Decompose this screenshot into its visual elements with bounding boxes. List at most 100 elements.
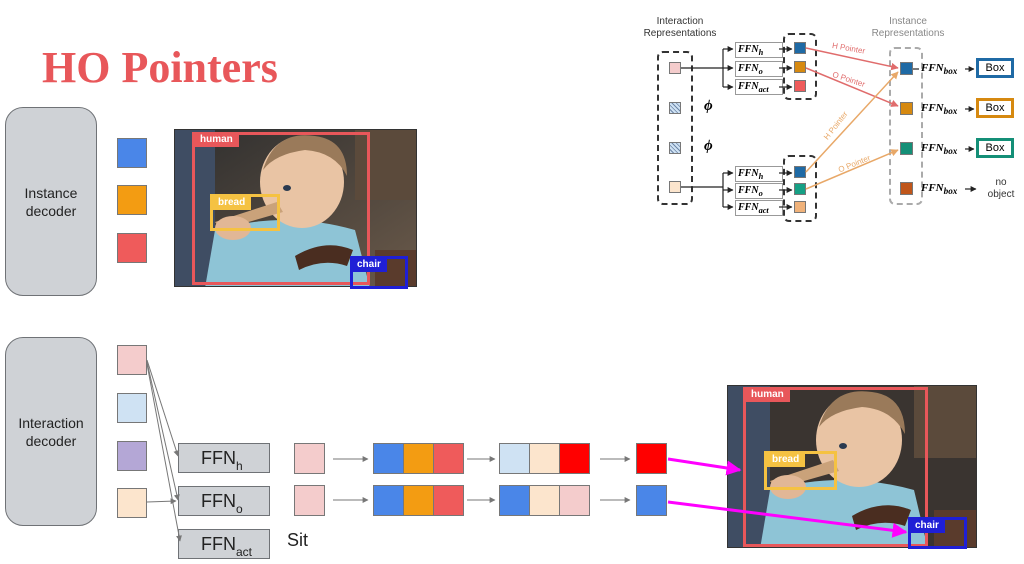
sit-label: Sit: [287, 530, 309, 550]
ffn-o-box: FFNo: [178, 486, 270, 516]
instance-square-green: [900, 142, 913, 155]
similarity-row1-red: [433, 443, 464, 474]
score-row1-light-blue: [499, 443, 530, 474]
top-interaction-hatched-1: [669, 102, 681, 114]
score-row1-red: [559, 443, 590, 474]
ffn-box-2-sub: box: [943, 106, 958, 117]
no-object-label: no object: [987, 177, 1015, 200]
phi-symbol-1: ϕ: [704, 98, 713, 114]
top-ffn-o-2-sub: o: [758, 189, 763, 198]
interaction-query-pink: [117, 345, 147, 375]
top-ffn-act-2-sub: act: [758, 206, 769, 215]
ffn-box-3-main: FFN: [921, 142, 944, 154]
top-ffn-act-1: FFNact: [735, 79, 783, 95]
ffn-box-4-sub: box: [943, 186, 958, 197]
slide-title: HO Pointers: [42, 43, 278, 92]
instance-representations-label: Instance Representations: [871, 16, 945, 39]
top-ffn-h-2-sub: h: [758, 172, 764, 181]
similarity-row1-blue: [373, 443, 404, 474]
ffn-box-4: FFNbox: [921, 182, 957, 196]
chair-tag-2: chair: [909, 519, 945, 533]
instance-representations-group: [889, 47, 923, 205]
ffn-o-sub: o: [236, 502, 243, 516]
instance-square-orange: [900, 102, 913, 115]
top-ffn-h-1-main: FFN: [738, 44, 759, 55]
ffn-box-1-sub: box: [943, 66, 958, 77]
similarity-row2-red: [433, 485, 464, 516]
interaction-representations-group: [657, 51, 693, 205]
similarity-row2-orange: [403, 485, 434, 516]
h-pointer-square-2: [794, 166, 806, 178]
human-bbox: [192, 132, 370, 285]
human-tag-2: human: [745, 388, 790, 402]
top-ffn-act-1-main: FFN: [738, 81, 759, 92]
top-ffn-h-2: FFNh: [735, 166, 783, 182]
score-row2-peach: [529, 485, 560, 516]
bread-tag-2: bread: [766, 453, 806, 467]
ffn-box-2: FFNbox: [921, 102, 957, 116]
ffn-h-main: FFN: [201, 448, 236, 468]
top-ffn-h-1-sub: h: [758, 48, 764, 57]
o-pointer-square-2: [794, 183, 806, 195]
act-square-1: [794, 80, 806, 92]
human-bbox-2: [743, 387, 928, 547]
pointer-group-1: [783, 33, 817, 100]
box-output-green: Box: [976, 138, 1014, 158]
box-output-orange: Box: [976, 98, 1014, 118]
interaction-query-light-blue: [117, 393, 147, 423]
ffn-act-box: FFNact: [178, 529, 270, 559]
interaction-query-peach: [117, 488, 147, 518]
score-row2-pink: [559, 485, 590, 516]
act-square-2: [794, 201, 806, 213]
o-embedding: [294, 485, 325, 516]
o-pointer-square-1: [794, 61, 806, 73]
bread-bbox-2: [764, 451, 837, 490]
ffn-box-4-main: FFN: [921, 182, 944, 194]
human-tag: human: [194, 133, 239, 147]
interaction-query-purple: [117, 441, 147, 471]
instance-query-blue: [117, 138, 147, 168]
ffn-box-2-main: FFN: [921, 102, 944, 114]
interaction-decoder: Interaction decoder: [5, 337, 97, 526]
instance-decoder: Instance decoder: [5, 107, 97, 296]
selected-object-pointer: [636, 485, 667, 516]
box-output-blue: Box: [976, 58, 1014, 78]
ffn-o-main: FFN: [201, 491, 236, 511]
selected-human-pointer: [636, 443, 667, 474]
ffn-box-1: FFNbox: [921, 62, 957, 76]
top-ffn-act-1-sub: act: [758, 85, 769, 94]
top-interaction-pink: [669, 62, 681, 74]
instance-square-blue: [900, 62, 913, 75]
instance-query-orange: [117, 185, 147, 215]
chair-tag: chair: [351, 258, 387, 272]
phi-symbol-2: ϕ: [704, 138, 713, 154]
top-ffn-o-2: FFNo: [735, 183, 783, 199]
ffn-h-sub: h: [236, 459, 243, 473]
score-row1-peach: [529, 443, 560, 474]
h-pointer-square-1: [794, 42, 806, 54]
top-ffn-act-2: FFNact: [735, 200, 783, 216]
top-ffn-o-1-sub: o: [758, 67, 763, 76]
instance-query-red: [117, 233, 147, 263]
score-row2-blue: [499, 485, 530, 516]
top-ffn-h-2-main: FFN: [738, 168, 759, 179]
h-embedding: [294, 443, 325, 474]
top-ffn-o-1-main: FFN: [738, 63, 759, 74]
top-ffn-o-2-main: FFN: [738, 185, 759, 196]
ffn-box-3: FFNbox: [921, 142, 957, 156]
ffn-act-sub: act: [236, 545, 253, 559]
chair-bbox: [350, 256, 408, 289]
instance-square-dark-orange: [900, 182, 913, 195]
top-ffn-o-1: FFNo: [735, 61, 783, 77]
ffn-h-box: FFNh: [178, 443, 270, 473]
chair-bbox-2: [908, 517, 967, 549]
similarity-row2-blue: [373, 485, 404, 516]
top-ffn-h-1: FFNh: [735, 42, 783, 58]
top-interaction-hatched-2: [669, 142, 681, 154]
bread-tag: bread: [212, 196, 252, 210]
ffn-box-1-main: FFN: [921, 62, 944, 74]
ffn-act-main: FFN: [201, 534, 236, 554]
top-ffn-act-2-main: FFN: [738, 202, 759, 213]
